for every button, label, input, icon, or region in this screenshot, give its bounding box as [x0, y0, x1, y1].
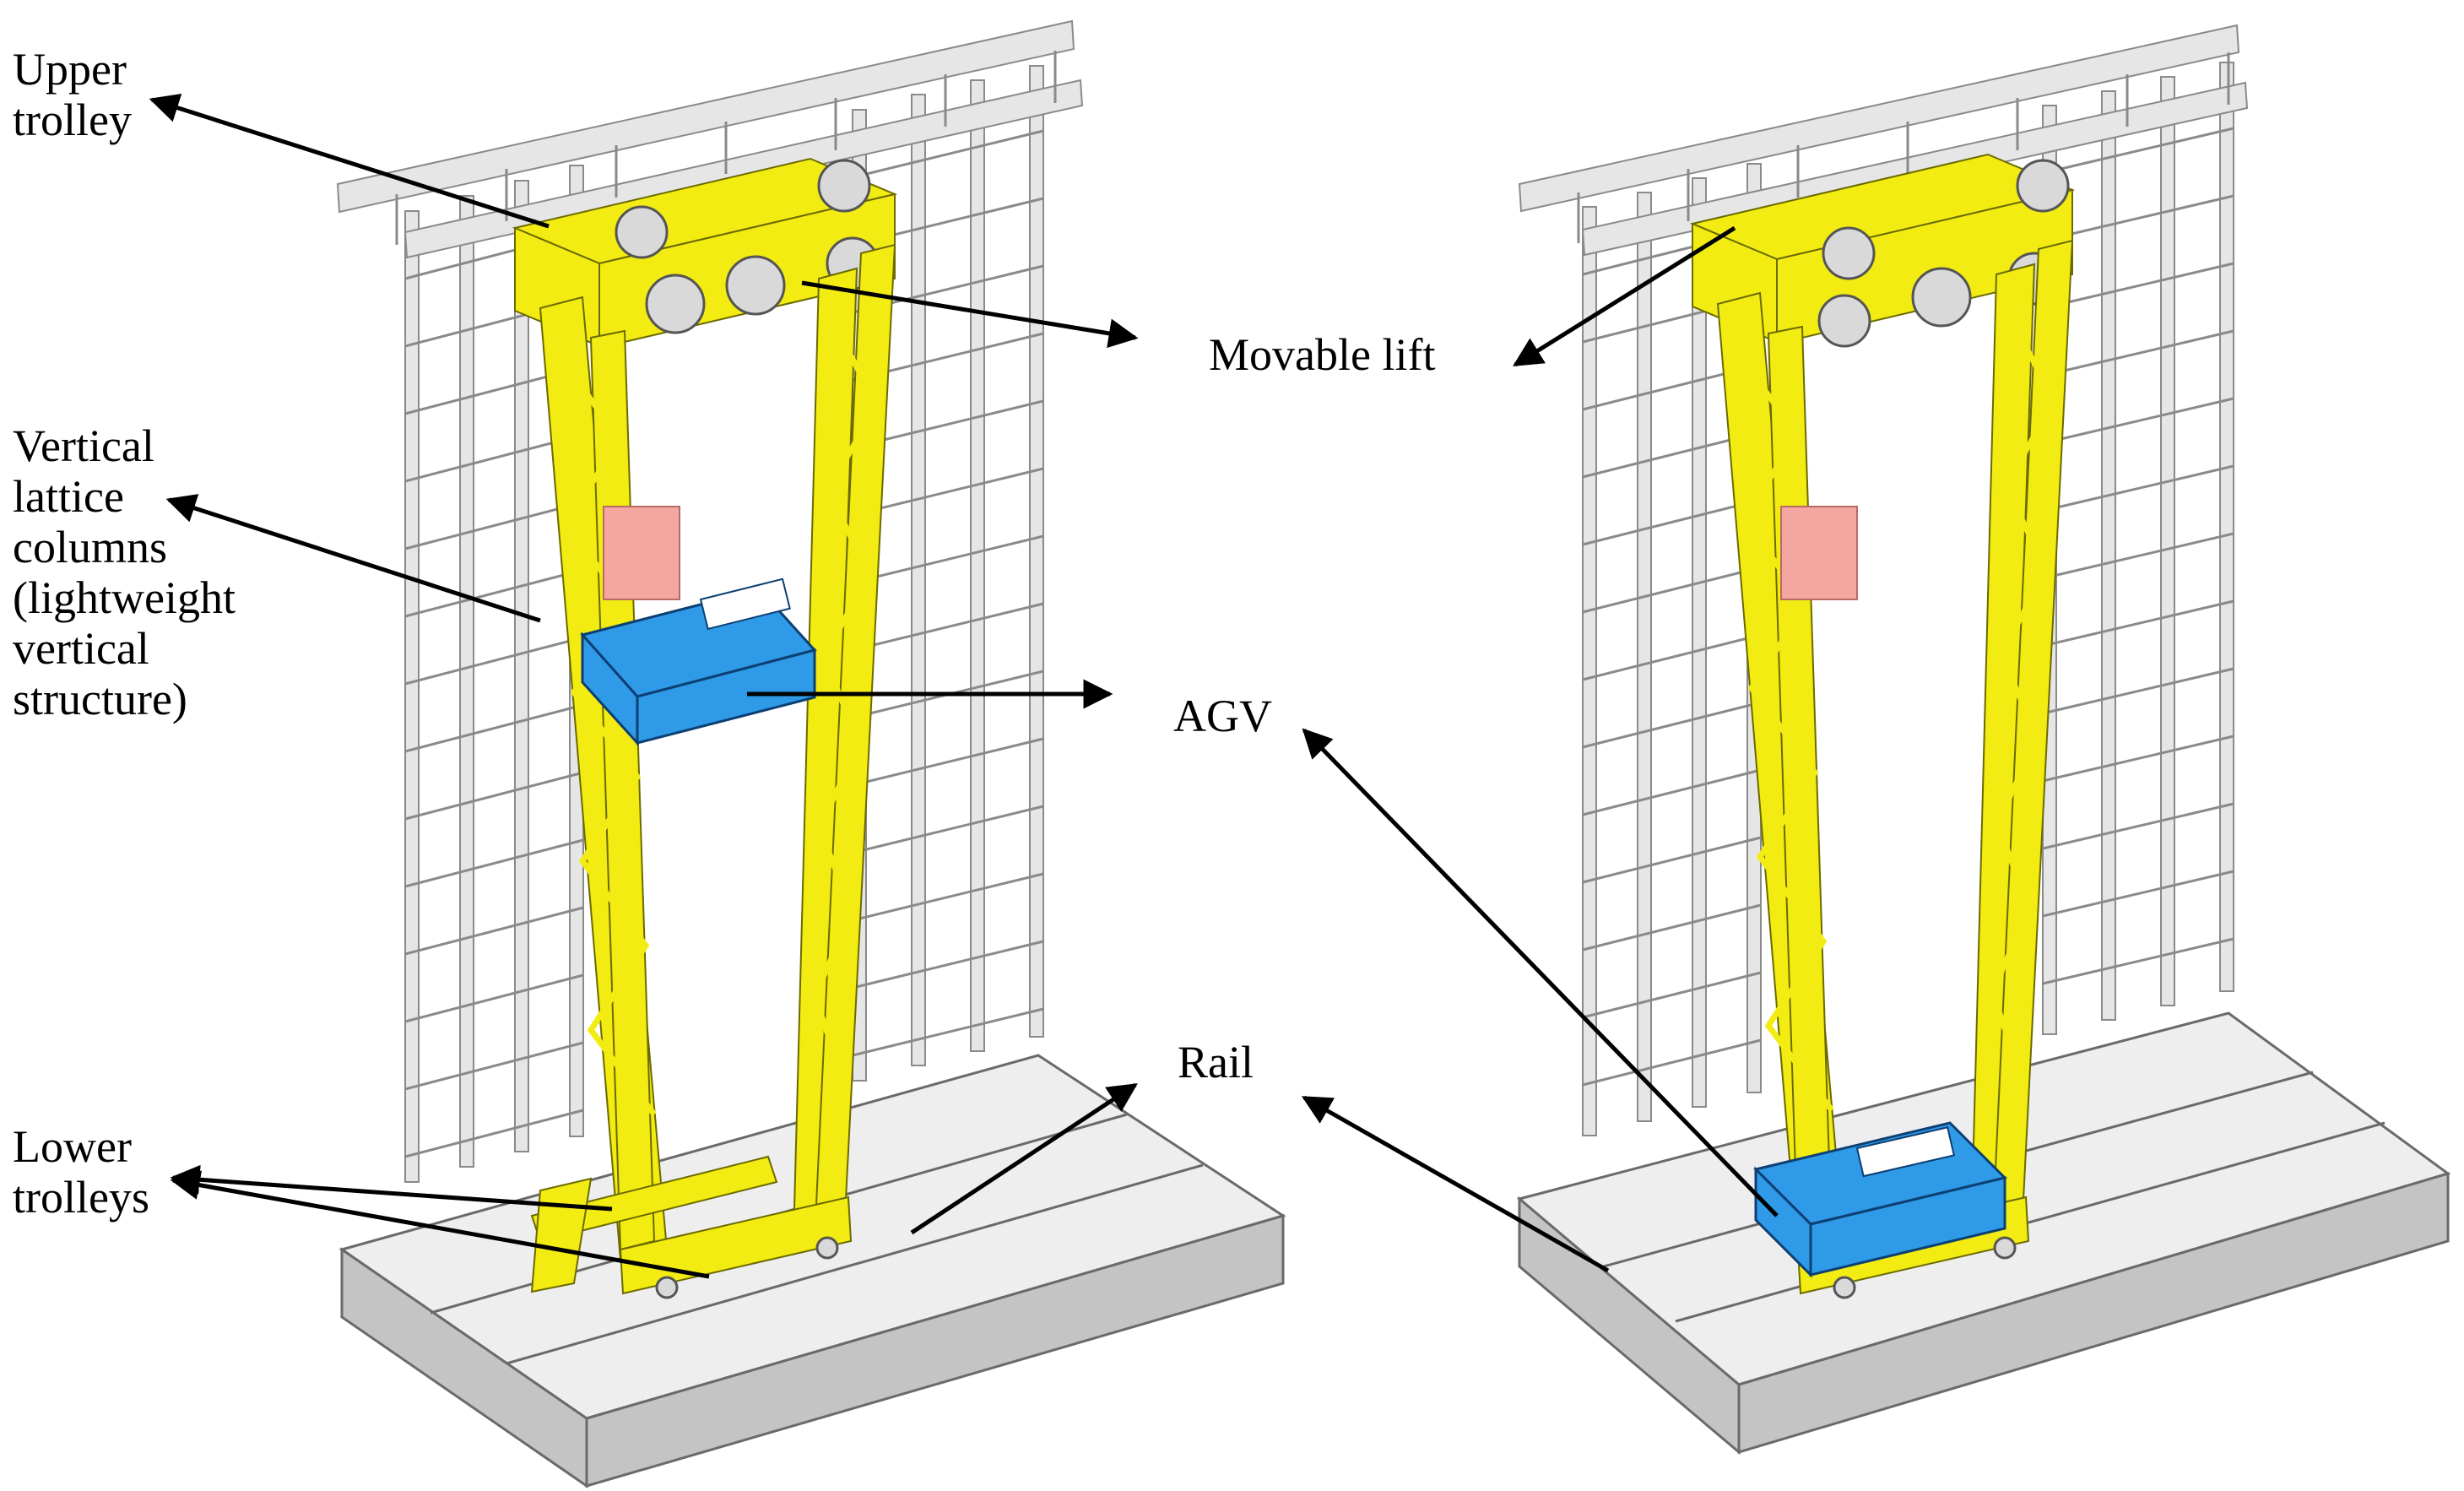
label-line: Vertical: [13, 420, 154, 471]
lift-assembly-right: [1516, 24, 2451, 1456]
label-line: Upper: [13, 44, 127, 95]
arrow-lower-trolley-2: [170, 1170, 710, 1279]
label-line: columns: [13, 522, 167, 572]
label-rail: Rail: [1178, 1037, 1254, 1087]
label-line: (lightweight: [13, 572, 236, 623]
arrow-rail-right: [1301, 1095, 1610, 1273]
arrow-movable-lift-right: [1513, 225, 1736, 367]
arrow-agv-right: [1302, 728, 1779, 1217]
label-line: Lower: [13, 1121, 132, 1172]
arrow-rail-left: [910, 1082, 1138, 1235]
label-upper-trolley: Upper trolley: [13, 44, 132, 145]
arrow-movable-lift-left: [801, 280, 1139, 349]
label-lower-trolleys: Lower trolleys: [13, 1121, 149, 1223]
lift-assembly-left: [336, 19, 1286, 1488]
callout-arrows: [149, 93, 1779, 1279]
agv-with-load-right: [1753, 506, 2007, 1278]
label-agv: AGV: [1173, 691, 1272, 741]
arrow-lower-trolley-1: [170, 1164, 613, 1212]
movable-lift-frame: [512, 157, 898, 1299]
arrow-vertical-columns: [165, 494, 541, 623]
arrow-upper-trolley: [149, 93, 550, 229]
label-vertical-columns: Vertical lattice columns (lightweight ve…: [13, 420, 236, 724]
label-line: trolleys: [13, 1172, 149, 1223]
label-line: structure): [13, 674, 187, 724]
label-line: vertical: [13, 623, 149, 674]
label-movable-lift: Movable lift: [1209, 329, 1436, 380]
label-line: trolley: [13, 95, 132, 145]
agv-with-load-left: [580, 506, 817, 746]
label-line: lattice: [13, 471, 124, 522]
